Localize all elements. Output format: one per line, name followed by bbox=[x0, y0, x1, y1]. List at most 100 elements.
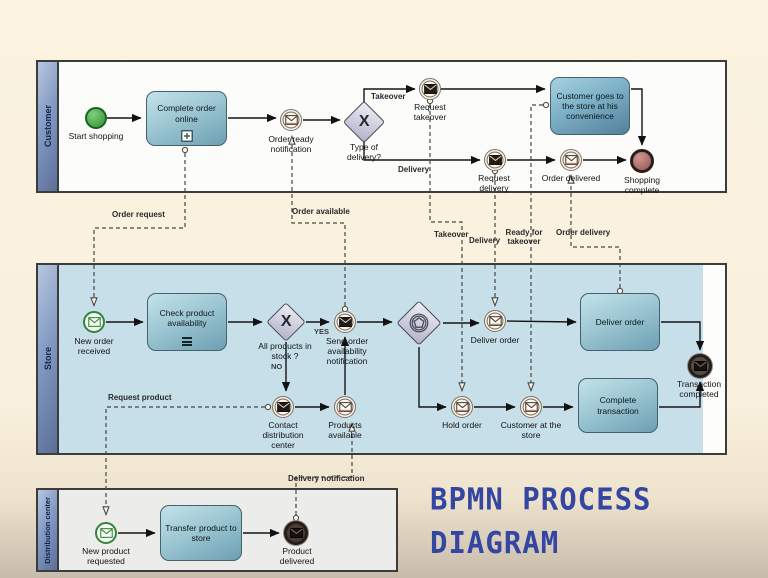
customer-at-store-label: Customer at the store bbox=[500, 420, 562, 441]
delivery-notification-label: Delivery notification bbox=[288, 474, 365, 483]
stock-gateway-label: All products in stock ? bbox=[258, 341, 312, 362]
product-delivered-event bbox=[284, 521, 308, 545]
transaction-completed-event bbox=[688, 354, 712, 378]
message-start-icon bbox=[100, 528, 113, 538]
contact-dc-event bbox=[272, 396, 294, 418]
order-delivered-label: Order delivered bbox=[541, 173, 601, 183]
flow-goto-store-to-end bbox=[631, 88, 647, 146]
complete-transaction-task: Complete transaction bbox=[578, 378, 658, 433]
distribution-lane-bar: Distribution center bbox=[38, 490, 59, 570]
message-catch-icon bbox=[489, 316, 502, 326]
send-notification-event bbox=[334, 311, 356, 333]
message-flows bbox=[94, 104, 621, 515]
ready-for-takeover-label: Ready for takeover bbox=[505, 228, 543, 247]
event-gateway-icon bbox=[408, 312, 430, 334]
send-notification-label: Send order availability notification bbox=[325, 336, 369, 367]
check-availability-label: Check product availability bbox=[159, 307, 215, 328]
message-start-icon bbox=[88, 317, 101, 327]
title-line-2: DIAGRAM bbox=[430, 525, 560, 561]
hold-order-label: Hold order bbox=[442, 420, 482, 430]
contact-dc-label: Contact distribution center bbox=[262, 420, 304, 451]
msgflow-order-available bbox=[292, 137, 346, 306]
delivery-branch-label: Delivery bbox=[398, 165, 430, 174]
xor-gateway-icon: X bbox=[280, 312, 292, 330]
msgflow-order-request bbox=[94, 153, 186, 305]
order-ready-event bbox=[280, 109, 302, 131]
message-flow-sources bbox=[181, 97, 624, 522]
products-available-event bbox=[334, 396, 356, 418]
new-order-received-label: New order received bbox=[74, 336, 114, 357]
deliver-order-catch-event bbox=[484, 310, 506, 332]
transaction-completed-label: Transaction completed bbox=[676, 379, 722, 400]
message-catch-icon bbox=[456, 402, 469, 412]
subprocess-plus-icon bbox=[180, 130, 193, 142]
message-throw-icon bbox=[339, 317, 352, 327]
deliver-order-task-label: Deliver order bbox=[595, 316, 645, 327]
customer-at-store-event bbox=[520, 396, 542, 418]
flow-complete-to-end bbox=[659, 381, 705, 408]
product-delivered-label: Product delivered bbox=[279, 546, 315, 567]
complete-transaction-label: Complete transaction bbox=[597, 395, 639, 416]
message-catch-icon bbox=[525, 402, 538, 412]
new-product-requested-event bbox=[95, 522, 117, 544]
goto-store-task: Customer goes to the store at his conven… bbox=[550, 77, 630, 135]
delivery-flow-label: Delivery bbox=[469, 236, 501, 245]
flow-deliver-to-end bbox=[661, 321, 705, 351]
check-availability-task: Check product availability bbox=[147, 293, 227, 351]
order-ready-label: Order ready notification bbox=[268, 134, 314, 155]
message-end-icon bbox=[290, 528, 303, 538]
msgflow-delivery-notification bbox=[295, 424, 352, 515]
takeover-branch-label: Takeover bbox=[371, 92, 406, 101]
order-delivery-label: Order delivery bbox=[556, 228, 611, 237]
message-end-icon bbox=[694, 361, 707, 371]
event-based-gateway bbox=[396, 300, 442, 346]
deliver-order-task: Deliver order bbox=[580, 293, 660, 351]
order-delivered-event bbox=[560, 149, 582, 171]
request-product-label: Request product bbox=[108, 393, 172, 402]
store-lane-bar: Store bbox=[38, 265, 59, 453]
type-of-delivery-label: Type of delivery? bbox=[346, 142, 382, 163]
products-available-label: Products available bbox=[328, 420, 362, 441]
page-title: BPMN PROCESS DIAGRAM bbox=[430, 478, 652, 565]
start-shopping-event bbox=[85, 107, 107, 129]
message-throw-icon bbox=[277, 402, 290, 412]
msgflow-order-delivery bbox=[571, 176, 621, 288]
flow-gateway-delivery bbox=[363, 141, 481, 165]
shopping-complete-event bbox=[630, 149, 654, 173]
request-takeover-label: Request takeover bbox=[413, 102, 447, 123]
flow-gateway-takeover bbox=[363, 84, 416, 103]
no-label: NO bbox=[271, 362, 283, 371]
request-delivery-label: Request delivery bbox=[478, 173, 510, 194]
flow-eventgw-to-holdorder bbox=[418, 347, 447, 412]
customer-lane-bar: Customer bbox=[38, 62, 59, 191]
transfer-product-task: Transfer product to store bbox=[160, 505, 242, 561]
transfer-product-label: Transfer product to store bbox=[165, 522, 237, 543]
order-request-label: Order request bbox=[112, 210, 165, 219]
new-product-requested-label: New product requested bbox=[82, 546, 130, 567]
message-throw-icon bbox=[424, 84, 437, 94]
multi-instance-icon bbox=[182, 337, 192, 346]
message-catch-icon bbox=[339, 402, 352, 412]
message-catch-icon bbox=[565, 155, 578, 165]
goto-store-label: Customer goes to the store at his conven… bbox=[556, 90, 624, 122]
complete-order-task: Complete order online bbox=[146, 91, 227, 146]
new-order-received-event bbox=[83, 311, 105, 333]
request-takeover-event bbox=[419, 78, 441, 100]
msgflow-takeover bbox=[429, 104, 462, 390]
takeover-flow-label: Takeover bbox=[434, 230, 469, 239]
xor-gateway-icon: X bbox=[358, 112, 370, 130]
order-available-label: Order available bbox=[292, 207, 350, 216]
shopping-complete-label: Shopping complete bbox=[624, 175, 660, 196]
msgflow-ready-for-takeover bbox=[531, 104, 543, 390]
hold-order-event bbox=[451, 396, 473, 418]
title-line-1: BPMN PROCESS bbox=[430, 481, 652, 517]
deliver-order-event-label: Deliver order bbox=[470, 335, 520, 345]
yes-label: YES bbox=[314, 327, 330, 336]
message-throw-icon bbox=[489, 155, 502, 165]
store-lane-strip bbox=[703, 265, 725, 453]
start-shopping-label: Start shopping bbox=[68, 131, 124, 141]
msgflow-request-product bbox=[106, 406, 265, 514]
complete-order-label: Complete order online bbox=[157, 103, 216, 124]
